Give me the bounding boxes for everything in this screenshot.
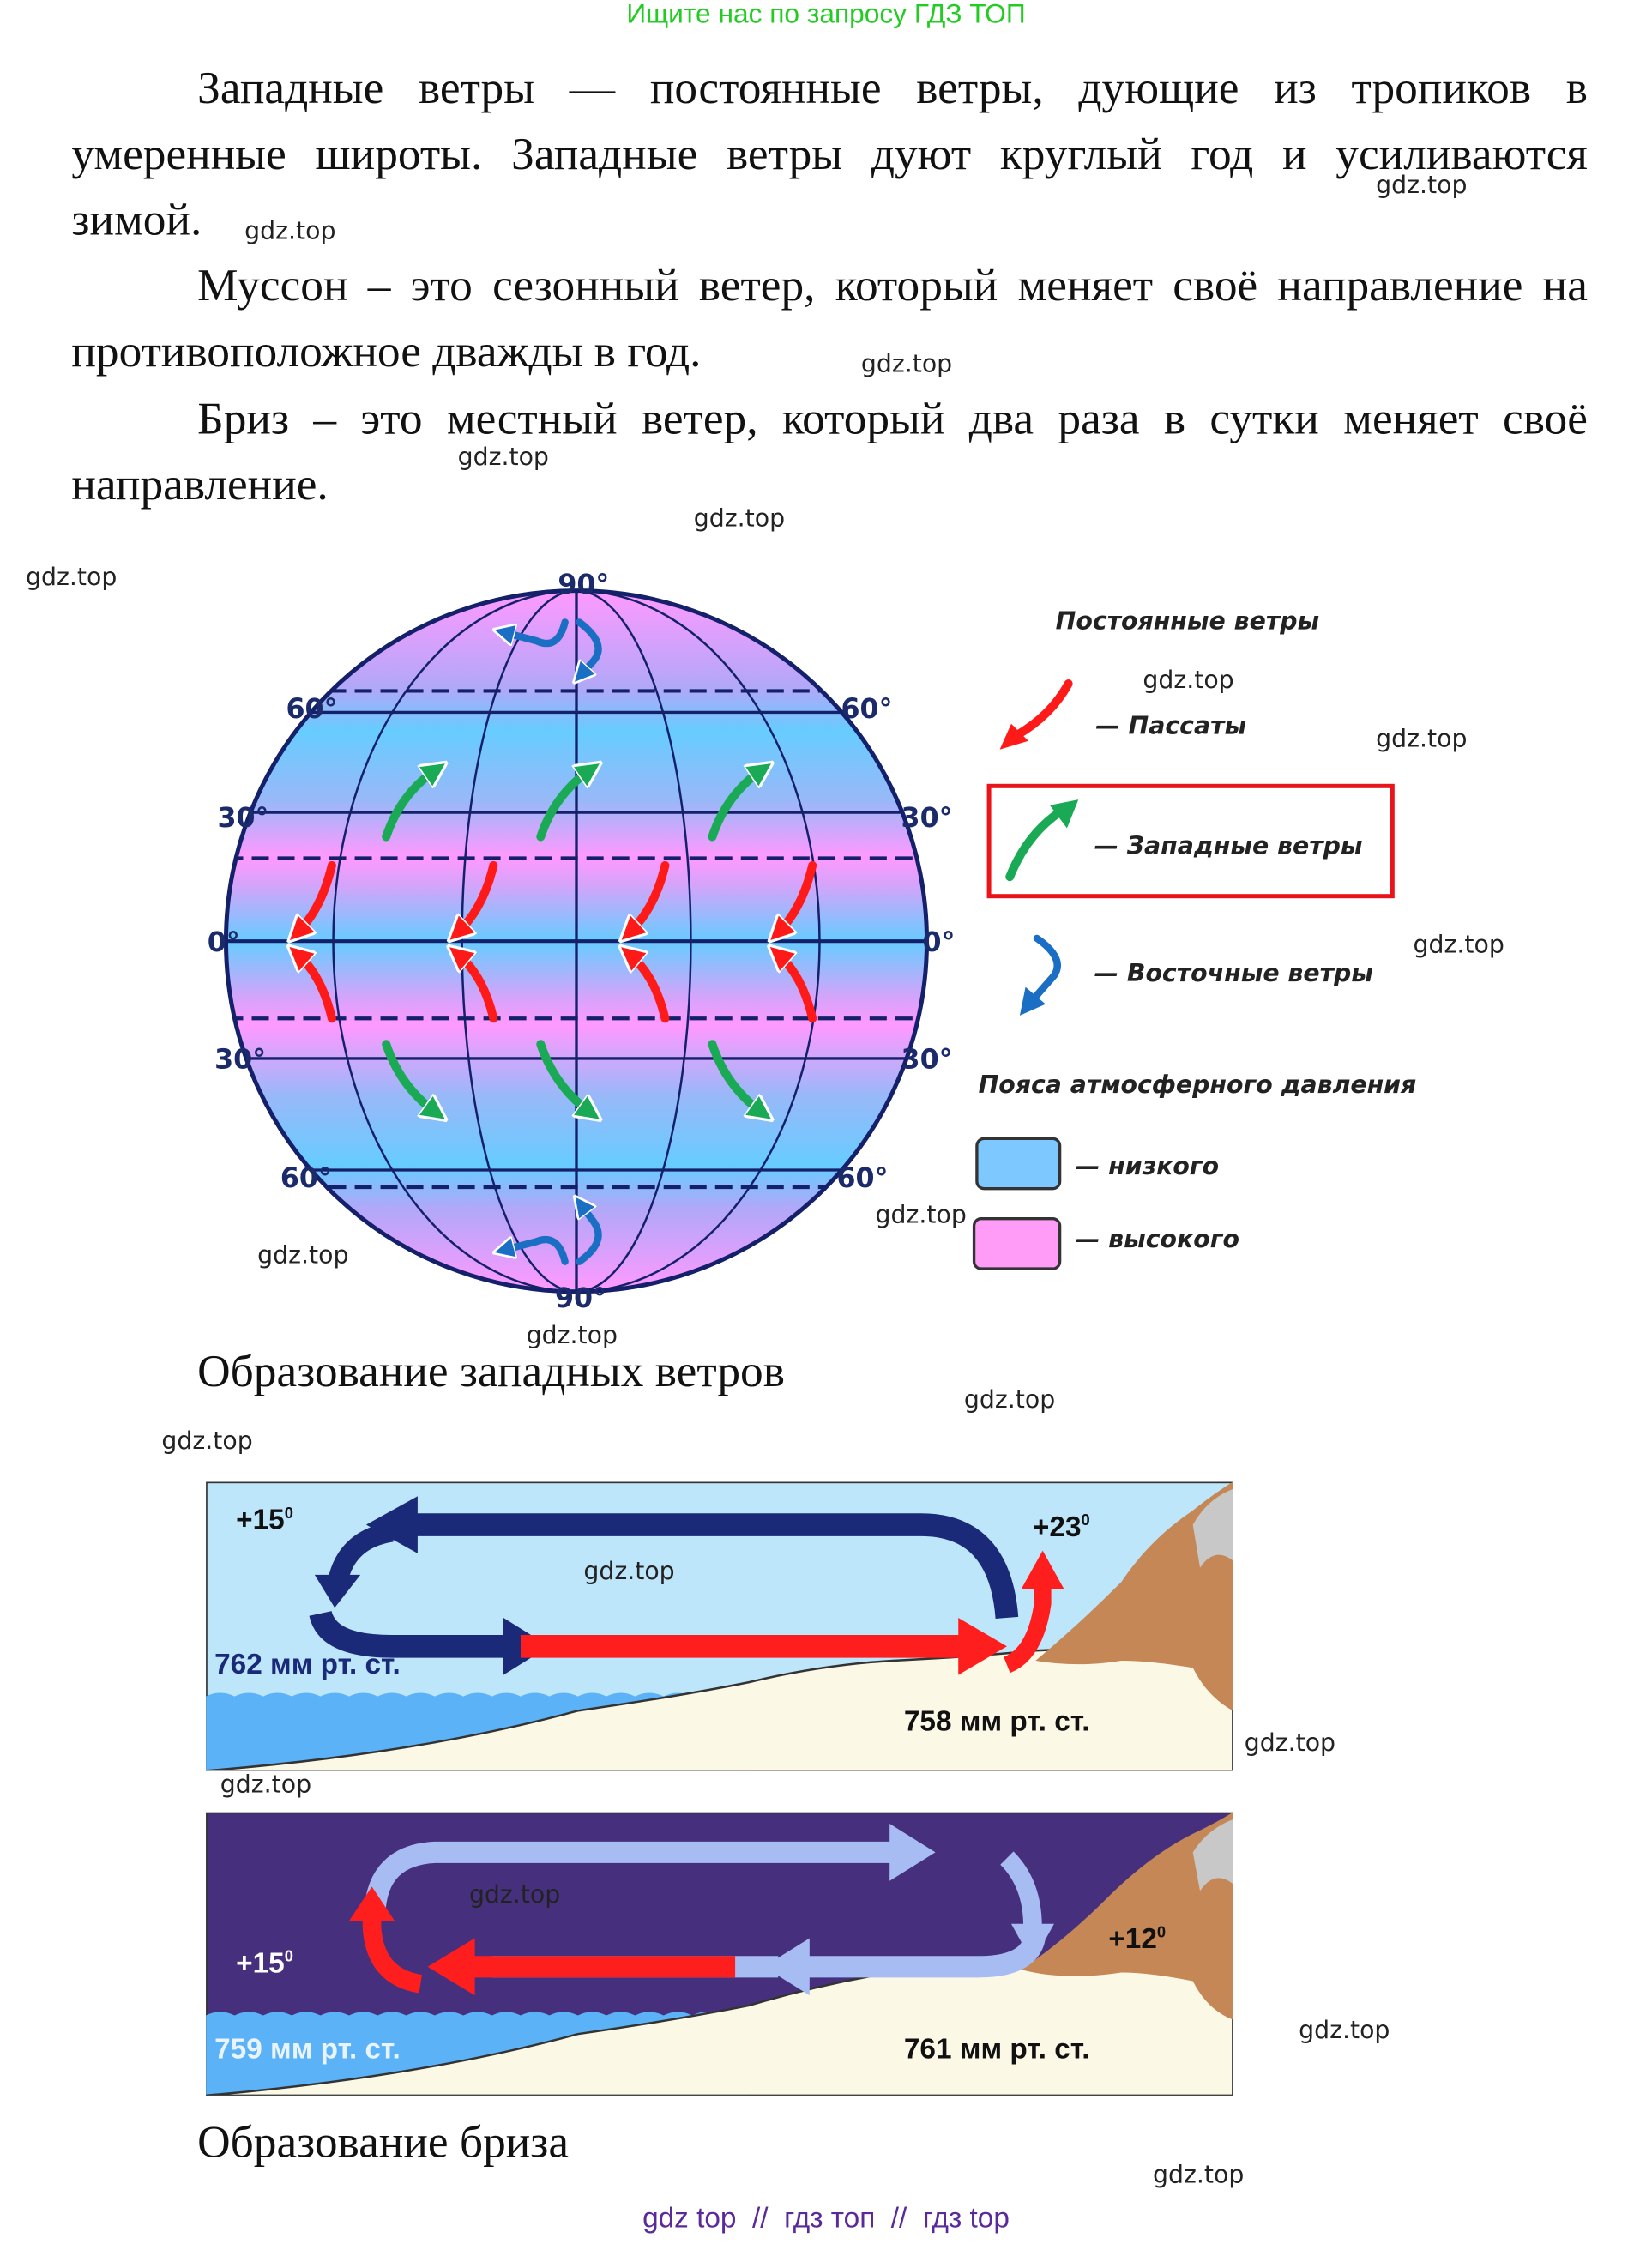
watermark: gdz.top: [244, 217, 336, 246]
trade-wind-legend-icon: [999, 679, 1073, 750]
westerly-wind-arrows: [382, 769, 763, 1113]
search-banner: Ищите нас по запросу ГДЗ ТОП: [626, 0, 1026, 31]
temperature-value: +15: [236, 1505, 285, 1536]
watermark: gdz.top: [860, 350, 953, 379]
low-pressure-swatch: [975, 1137, 1062, 1191]
watermark: gdz.top: [1299, 2017, 1390, 2046]
paragraph-text: Муссон – это сезонный ветер, который мен…: [71, 258, 1588, 377]
watermark: gdz.top: [963, 1385, 1056, 1415]
night-sea-pressure: 759 мм рт. ст.: [214, 2034, 401, 2066]
watermark: gdz.top: [220, 1770, 312, 1800]
degree-symbol: 0: [1156, 1924, 1167, 1942]
temperature-value: +12: [1108, 1923, 1157, 1956]
paragraph-text: Бриз – это местный ветер, который два ра…: [71, 391, 1588, 510]
watermark: gdz.top: [526, 1321, 618, 1351]
high-pressure-swatch: [972, 1217, 1062, 1270]
trade-wind-arrows: [298, 860, 817, 1023]
watermark: gdz.top: [1376, 725, 1468, 754]
watermark: gdz.top: [468, 1880, 561, 1910]
legend-easterlies: — Восточные ветры: [1094, 959, 1373, 989]
highlight-box-westerlies: [986, 783, 1395, 899]
day-land-pressure: 758 мм рт. ст.: [903, 1706, 1090, 1739]
watermark: gdz.top: [693, 504, 786, 534]
caption-westerlies-formation: Образование западных ветров: [197, 1344, 785, 1396]
legend-trade-winds: — Пассаты: [1095, 712, 1247, 741]
day-sea-pressure: 762 мм рт. ст.: [214, 1649, 401, 1681]
paragraph-westerlies: Западные ветры — постоянные ветры, дующи…: [71, 54, 1588, 251]
lat-label-90-north: 90°: [558, 569, 610, 601]
easterly-wind-arrows: [503, 618, 602, 1265]
night-breeze-diagram: [206, 1812, 1233, 2096]
degree-symbol: 0: [1081, 1512, 1090, 1530]
paragraph-text: Западные ветры — постоянные ветры, дующи…: [71, 61, 1588, 245]
lat-label-equator-left: 0°: [207, 926, 240, 959]
watermark: gdz.top: [161, 1427, 253, 1457]
lat-label-30-south-right: 30°: [901, 1044, 953, 1076]
night-land-temperature: +120: [1108, 1924, 1166, 1957]
watermark: gdz.top: [1153, 2161, 1245, 2190]
day-land-temperature: +230: [1033, 1512, 1090, 1545]
temperature-value: +23: [1032, 1511, 1082, 1544]
day-sea-temperature: +150: [236, 1505, 293, 1537]
lat-label-30-north-left: 30°: [217, 802, 269, 835]
watermark: gdz.top: [1413, 931, 1504, 960]
lat-label-equator-right: 0°: [922, 926, 956, 959]
legend-low-pressure: — низкого: [1075, 1153, 1220, 1182]
night-land-pressure: 761 мм рт. ст.: [903, 2034, 1090, 2066]
legend-title-pressure-belts: Пояса атмосферного давления: [978, 1071, 1417, 1101]
lat-label-30-south-left: 30°: [214, 1044, 267, 1076]
lat-label-90-south: 90°: [554, 1282, 606, 1315]
watermark: gdz.top: [1376, 172, 1468, 201]
legend-westerlies: — Западные ветры: [1094, 832, 1363, 861]
westerly-legend-icon: [1005, 799, 1079, 882]
degree-symbol: 0: [284, 1505, 293, 1523]
lat-label-60-south-left: 60°: [280, 1162, 332, 1195]
night-sea-temperature: +150: [236, 1948, 293, 1981]
watermark: gdz.top: [26, 563, 118, 593]
watermark: gdz.top: [583, 1557, 675, 1587]
day-breeze-diagram: [206, 1481, 1233, 1771]
footer-links: gdz top // гдз топ // гдз top: [642, 2202, 1010, 2235]
degree-symbol: 0: [284, 1948, 293, 1966]
lat-label-60-north-left: 60°: [286, 693, 338, 726]
lat-label-60-south-right: 60°: [836, 1162, 889, 1195]
lat-label-60-north-right: 60°: [841, 693, 893, 726]
watermark: gdz.top: [1143, 667, 1234, 696]
watermark: gdz.top: [875, 1201, 967, 1231]
paragraph-monsoon: Муссон – это сезонный ветер, который мен…: [71, 251, 1588, 383]
temperature-value: +15: [236, 1948, 285, 1980]
globe-wind-diagram: [223, 588, 930, 1294]
watermark: gdz.top: [457, 443, 549, 473]
caption-breeze-formation: Образование бриза: [197, 2115, 570, 2168]
watermark: gdz.top: [257, 1241, 349, 1270]
easterly-legend-icon: [1019, 934, 1061, 1016]
legend-high-pressure: — высокого: [1075, 1226, 1240, 1255]
lat-label-30-north-right: 30°: [901, 802, 953, 835]
paragraph-breeze: Бриз – это местный ветер, который два ра…: [71, 385, 1588, 516]
watermark: gdz.top: [1244, 1729, 1336, 1758]
legend-title-constant-winds: Постоянные ветры: [1055, 607, 1320, 637]
